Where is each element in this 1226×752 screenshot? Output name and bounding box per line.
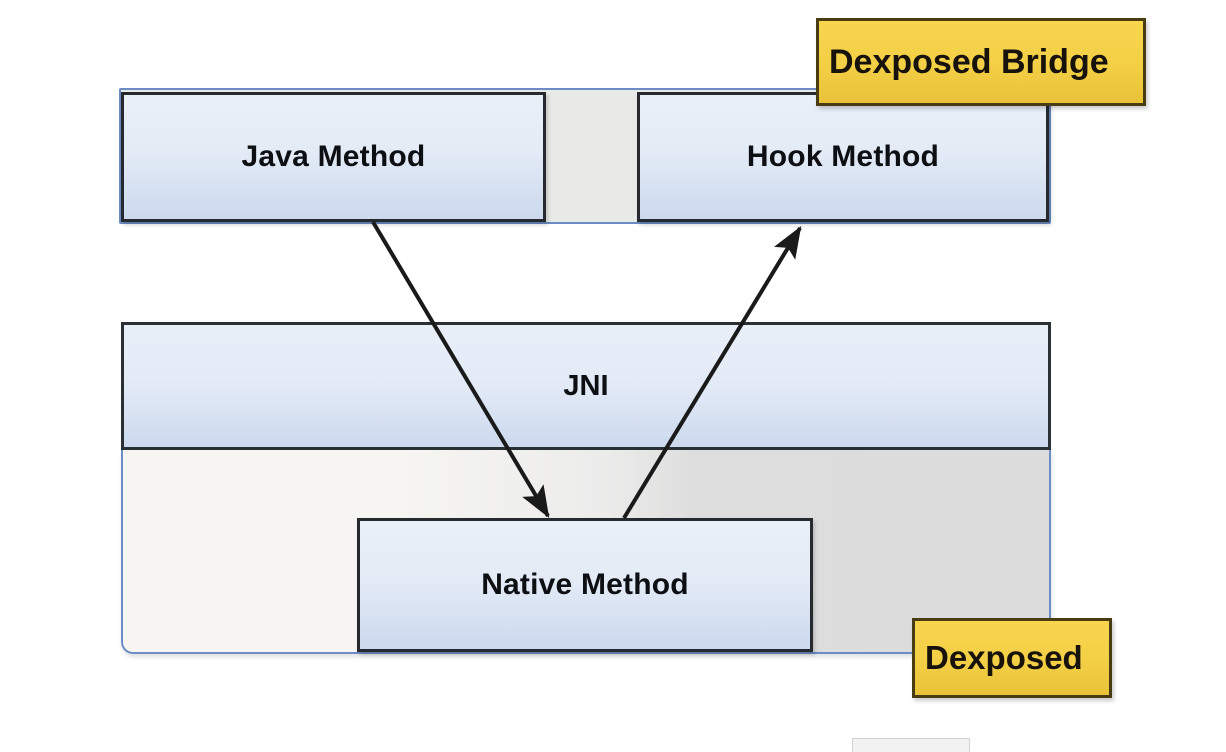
java-method-label: Java Method [241,140,426,173]
native-method-label: Native Method [481,568,689,601]
hook-method-box[interactable]: Hook Method [637,92,1049,222]
hook-method-label: Hook Method [746,140,940,173]
native-method-box[interactable]: Native Method [357,518,813,652]
callout-dexposed-label: Dexposed [925,639,1083,676]
bottom-edge-artifact [852,738,970,752]
callout-dexposed-bridge-label: Dexposed Bridge [829,42,1109,81]
jni-band: JNI [121,322,1051,450]
jni-label: JNI [563,369,609,402]
callout-dexposed: Dexposed [912,618,1112,698]
callout-dexposed-bridge: Dexposed Bridge [816,18,1146,106]
java-method-box[interactable]: Java Method [121,92,546,222]
